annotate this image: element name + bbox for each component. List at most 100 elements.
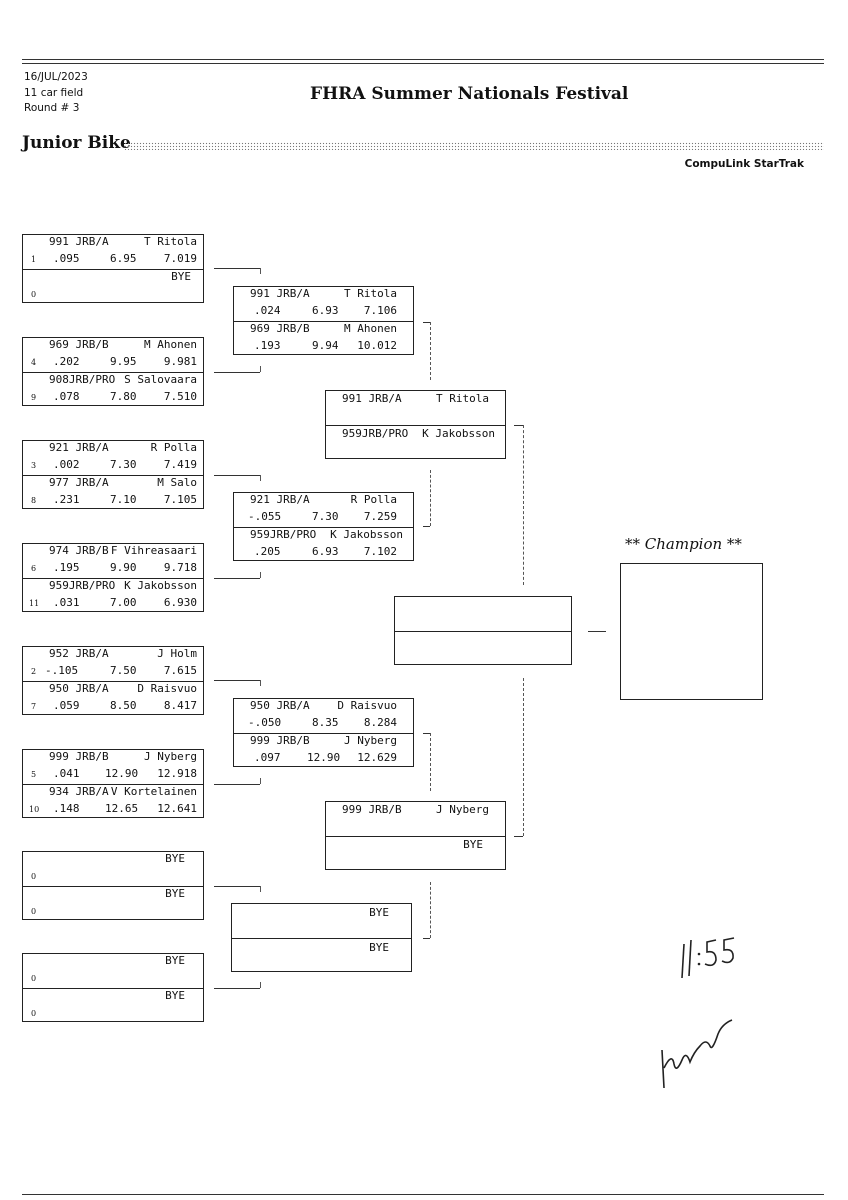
r1-m1-bottom: BYE 0 — [23, 269, 203, 304]
r2-matchup-2: 921 JRB/A R Polla -.055 7.30 7.259 959JR… — [233, 492, 414, 561]
car-number: 991 JRB/A — [342, 392, 402, 405]
car-number: 952 JRB/A — [49, 647, 109, 660]
seed: 0 — [31, 1009, 37, 1018]
reaction-time: .078 — [53, 390, 80, 403]
driver-name: R Polla — [150, 441, 197, 454]
driver-name: J Holm — [157, 647, 197, 660]
handwritten-time — [681, 937, 735, 979]
dial-in: 8.50 — [110, 699, 137, 712]
elapsed-time: 12.629 — [357, 751, 397, 764]
dial-in: 9.94 — [312, 339, 339, 352]
elapsed-time: 8.417 — [163, 699, 197, 712]
dial-in: 6.93 — [312, 304, 339, 317]
final-matchup — [394, 596, 572, 665]
dial-in: 12.65 — [105, 802, 139, 815]
elapsed-time: 7.106 — [363, 304, 397, 317]
elapsed-time: 9.981 — [163, 355, 197, 368]
driver-name: J Nyberg — [344, 734, 397, 747]
r1-matchup-3: 921 JRB/A R Polla 3 .002 7.30 7.419 977 … — [22, 440, 204, 509]
seed: 11 — [29, 599, 40, 608]
r2-m3-bottom: 999 JRB/B J Nyberg .097 12.90 12.629 — [234, 733, 413, 768]
connector — [423, 938, 430, 939]
seed: 9 — [31, 393, 37, 402]
driver-name: K Jakobsson — [330, 528, 403, 541]
vendor-name: CompuLink StarTrak — [684, 158, 804, 170]
driver-name: M Salo — [157, 476, 197, 489]
seed: 4 — [31, 358, 37, 367]
dial-in: 7.10 — [110, 493, 137, 506]
connector — [260, 680, 261, 686]
r1-m7-bottom: BYE 0 — [23, 886, 203, 921]
connector — [523, 425, 524, 585]
driver-name: BYE — [165, 887, 185, 900]
bottom-rule — [22, 1194, 824, 1195]
r1-matchup-5: 952 JRB/A J Holm 2 -.105 7.50 7.615 950 … — [22, 646, 204, 715]
connector — [423, 526, 430, 527]
car-number: 974 JRB/B — [49, 544, 109, 557]
r2-m3-top: 950 JRB/A D Raisvuo -.050 8.35 8.284 — [234, 699, 413, 733]
r1-m4-bottom: 959JRB/PRO K Jakobsson 11 .031 7.00 6.93… — [23, 578, 203, 613]
elapsed-time: 12.641 — [157, 802, 197, 815]
reaction-time: .193 — [254, 339, 281, 352]
dial-in: 8.35 — [312, 716, 339, 729]
elapsed-time: 7.510 — [163, 390, 197, 403]
driver-name: D Raisvuo — [137, 682, 197, 695]
seed: 3 — [31, 461, 37, 470]
car-number: 969 JRB/B — [250, 322, 310, 335]
semi-1-top: 991 JRB/A T Ritola — [326, 391, 505, 425]
dial-in: 9.95 — [110, 355, 137, 368]
reaction-time: .195 — [53, 561, 80, 574]
car-number: 991 JRB/A — [49, 235, 109, 248]
r1-m8-bottom: BYE 0 — [23, 988, 203, 1023]
r2-m4-top: BYE — [232, 904, 411, 938]
r2-m1-bottom: 969 JRB/B M Ahonen .193 9.94 10.012 — [234, 321, 413, 356]
r1-matchup-4: 974 JRB/B F Vihreasaari 6 .195 9.90 9.71… — [22, 543, 204, 612]
r1-m1-top: 991 JRB/A T Ritola 1 .095 6.95 7.019 — [23, 235, 203, 269]
semi-2-bottom: BYE — [326, 836, 505, 871]
r1-matchup-1: 991 JRB/A T Ritola 1 .095 6.95 7.019 BYE… — [22, 234, 204, 303]
connector — [260, 886, 261, 892]
r1-matchup-2: 969 JRB/B M Ahonen 4 .202 9.95 9.981 908… — [22, 337, 204, 406]
driver-name: T Ritola — [436, 392, 489, 405]
event-date: 16/JUL/2023 — [24, 71, 88, 83]
elapsed-time: 8.284 — [363, 716, 397, 729]
connector — [588, 631, 606, 632]
driver-name: J Nyberg — [144, 750, 197, 763]
connector — [423, 322, 430, 323]
connector — [523, 678, 524, 836]
dial-in: 6.95 — [110, 252, 137, 265]
car-number: 950 JRB/A — [49, 682, 109, 695]
driver-name: BYE — [165, 989, 185, 1002]
r1-m5-bottom: 950 JRB/A D Raisvuo 7 .059 8.50 8.417 — [23, 681, 203, 716]
class-name: Junior Bike — [22, 133, 131, 153]
car-number: 950 JRB/A — [250, 699, 310, 712]
connector — [214, 886, 260, 887]
r2-m4-bottom: BYE — [232, 938, 411, 973]
r1-m6-bottom: 934 JRB/A V Kortelainen 10 .148 12.65 12… — [23, 784, 203, 819]
dial-in: 12.90 — [307, 751, 341, 764]
elapsed-time: 7.259 — [363, 510, 397, 523]
connector — [514, 836, 523, 837]
top-rule-2 — [22, 63, 824, 64]
dial-in: 7.50 — [110, 664, 137, 677]
semi-matchup-1: 991 JRB/A T Ritola 959JRB/PRO K Jakobsso… — [325, 390, 506, 459]
connector — [214, 784, 260, 785]
r1-m3-top: 921 JRB/A R Polla 3 .002 7.30 7.419 — [23, 441, 203, 475]
car-number: 908JRB/PRO — [49, 373, 116, 386]
r1-m4-top: 974 JRB/B F Vihreasaari 6 .195 9.90 9.71… — [23, 544, 203, 578]
car-number: 959JRB/PRO — [250, 528, 317, 541]
driver-name: R Polla — [350, 493, 397, 506]
connector — [514, 425, 523, 426]
elapsed-time: 6.930 — [163, 596, 197, 609]
car-number: 991 JRB/A — [250, 287, 310, 300]
driver-name: BYE — [463, 838, 483, 851]
seed: 2 — [31, 667, 37, 676]
r1-m5-top: 952 JRB/A J Holm 2 -.105 7.50 7.615 — [23, 647, 203, 681]
driver-name: K Jakobsson — [422, 427, 495, 440]
driver-name: M Ahonen — [144, 338, 197, 351]
reaction-time: .059 — [53, 699, 80, 712]
elapsed-time: 7.105 — [163, 493, 197, 506]
driver-name: BYE — [369, 906, 389, 919]
driver-name: T Ritola — [344, 287, 397, 300]
connector — [260, 366, 261, 372]
